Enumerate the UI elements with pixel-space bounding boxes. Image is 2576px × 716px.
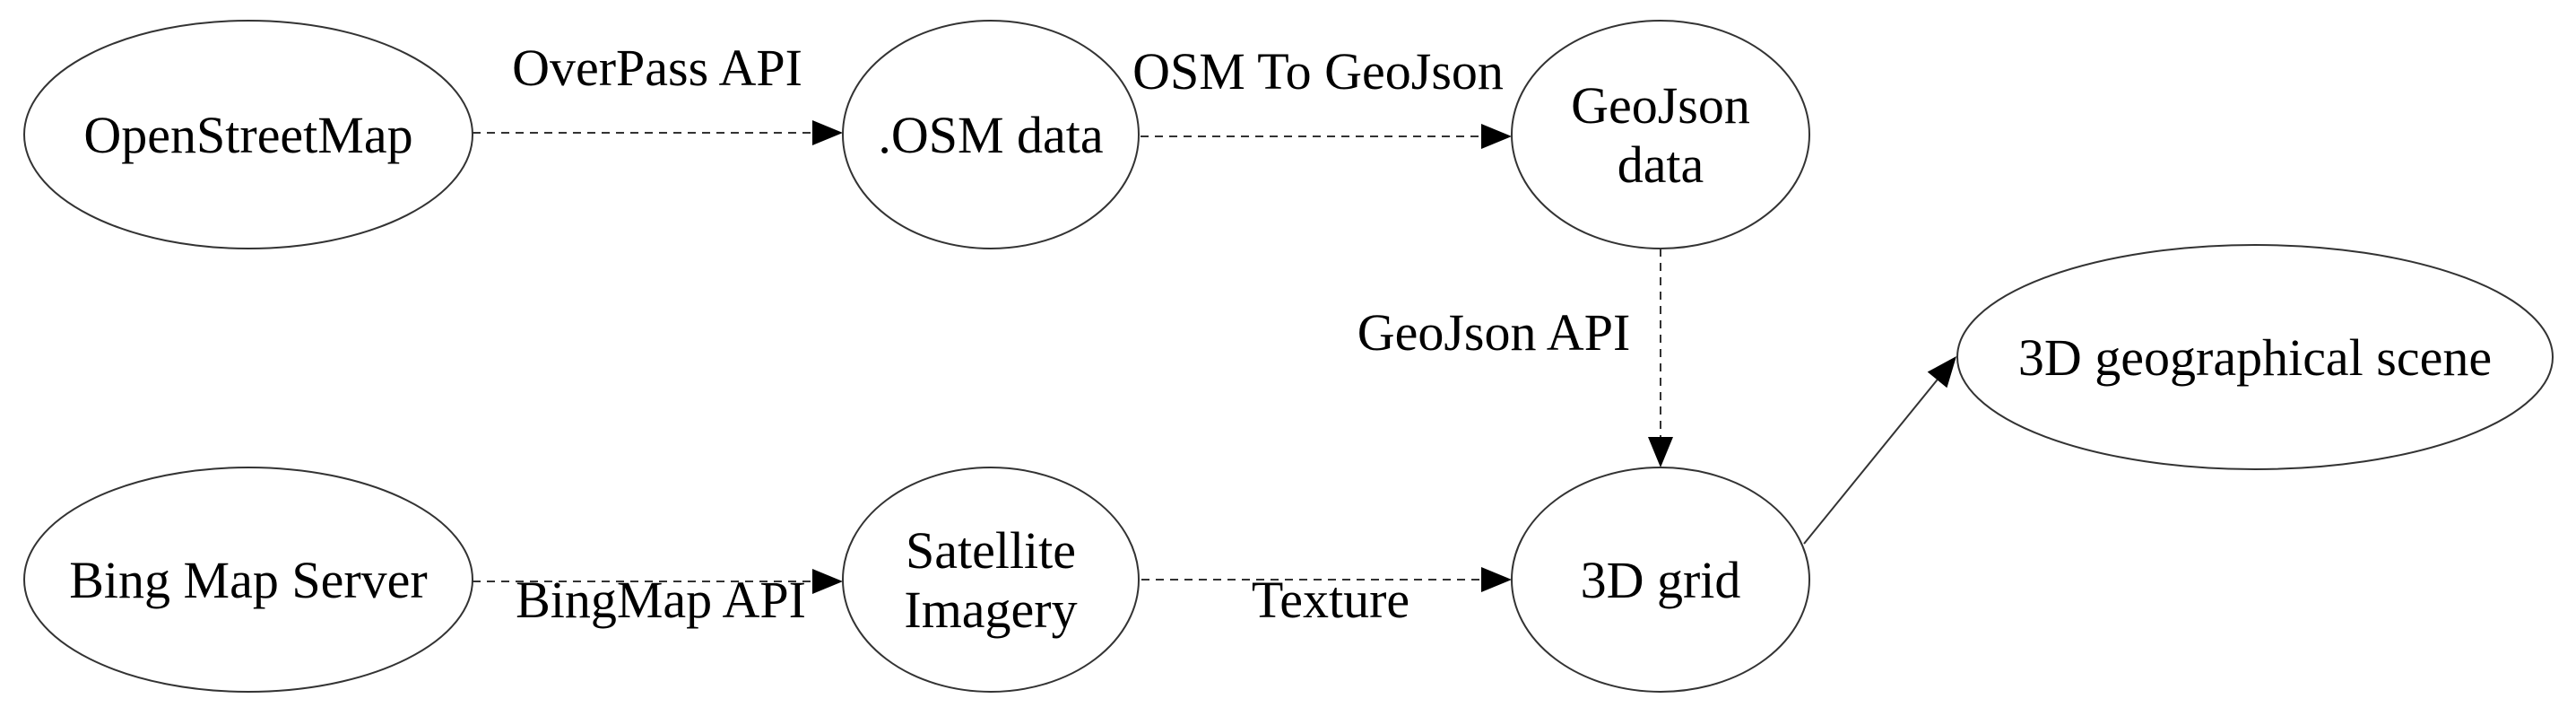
node-geojson-data-label: data bbox=[1618, 135, 1704, 194]
edge-texture-label: Texture bbox=[1252, 571, 1409, 629]
node-bing-map-server-ellipse bbox=[23, 467, 473, 693]
node-osm-data: .OSM data bbox=[842, 20, 1140, 249]
edge-overpass-api-label: OverPass API bbox=[512, 39, 802, 97]
node-openstreetmap: OpenStreetMap bbox=[23, 20, 473, 249]
arrowhead-icon bbox=[1481, 567, 1512, 592]
node-satellite-imagery-ellipse bbox=[842, 467, 1140, 693]
edge-grid-to-scene-line bbox=[1803, 379, 1939, 545]
node-3d-geographical-scene-ellipse bbox=[1956, 244, 2554, 470]
node-satellite-imagery-label: Imagery bbox=[904, 581, 1077, 639]
edge-texture bbox=[1141, 567, 1512, 592]
arrowhead-icon bbox=[1927, 356, 1956, 389]
node-osm-data-label: .OSM data bbox=[878, 106, 1103, 164]
node-3d-grid: 3D grid bbox=[1511, 467, 1810, 693]
node-satellite-imagery-label: Satellite bbox=[906, 521, 1076, 580]
arrowhead-icon bbox=[1481, 124, 1512, 149]
edge-osm-to-geojson bbox=[1141, 124, 1512, 149]
node-openstreetmap-label: OpenStreetMap bbox=[83, 106, 412, 164]
node-3d-grid-label: 3D grid bbox=[1581, 551, 1741, 609]
arrowhead-icon bbox=[1648, 437, 1673, 467]
edge-osm-to-geojson-label: OSM To GeoJson bbox=[1132, 42, 1504, 100]
node-bing-map-server: Bing Map Server bbox=[23, 467, 473, 693]
arrowhead-icon bbox=[812, 569, 843, 594]
edge-geojson-api-label: GeoJson API bbox=[1357, 303, 1631, 362]
node-bing-map-server-label: Bing Map Server bbox=[69, 551, 428, 609]
node-3d-grid-ellipse bbox=[1511, 467, 1810, 693]
edge-bingmap-api bbox=[473, 569, 843, 594]
node-3d-geographical-scene-label: 3D geographical scene bbox=[2018, 328, 2492, 387]
node-geojson-data-label: GeoJson bbox=[1571, 76, 1750, 135]
edge-geojson-api bbox=[1648, 249, 1673, 467]
node-openstreetmap-ellipse bbox=[23, 20, 473, 249]
edge-bingmap-api-label: BingMap API bbox=[516, 571, 806, 629]
edge-grid-to-scene bbox=[1803, 356, 1956, 545]
arrowhead-icon bbox=[812, 120, 843, 145]
edge-overpass-api bbox=[473, 120, 843, 145]
node-osm-data-ellipse bbox=[842, 20, 1140, 249]
node-3d-geographical-scene: 3D geographical scene bbox=[1956, 244, 2554, 470]
node-geojson-data-ellipse bbox=[1511, 20, 1810, 249]
edges-layer bbox=[473, 120, 1956, 594]
